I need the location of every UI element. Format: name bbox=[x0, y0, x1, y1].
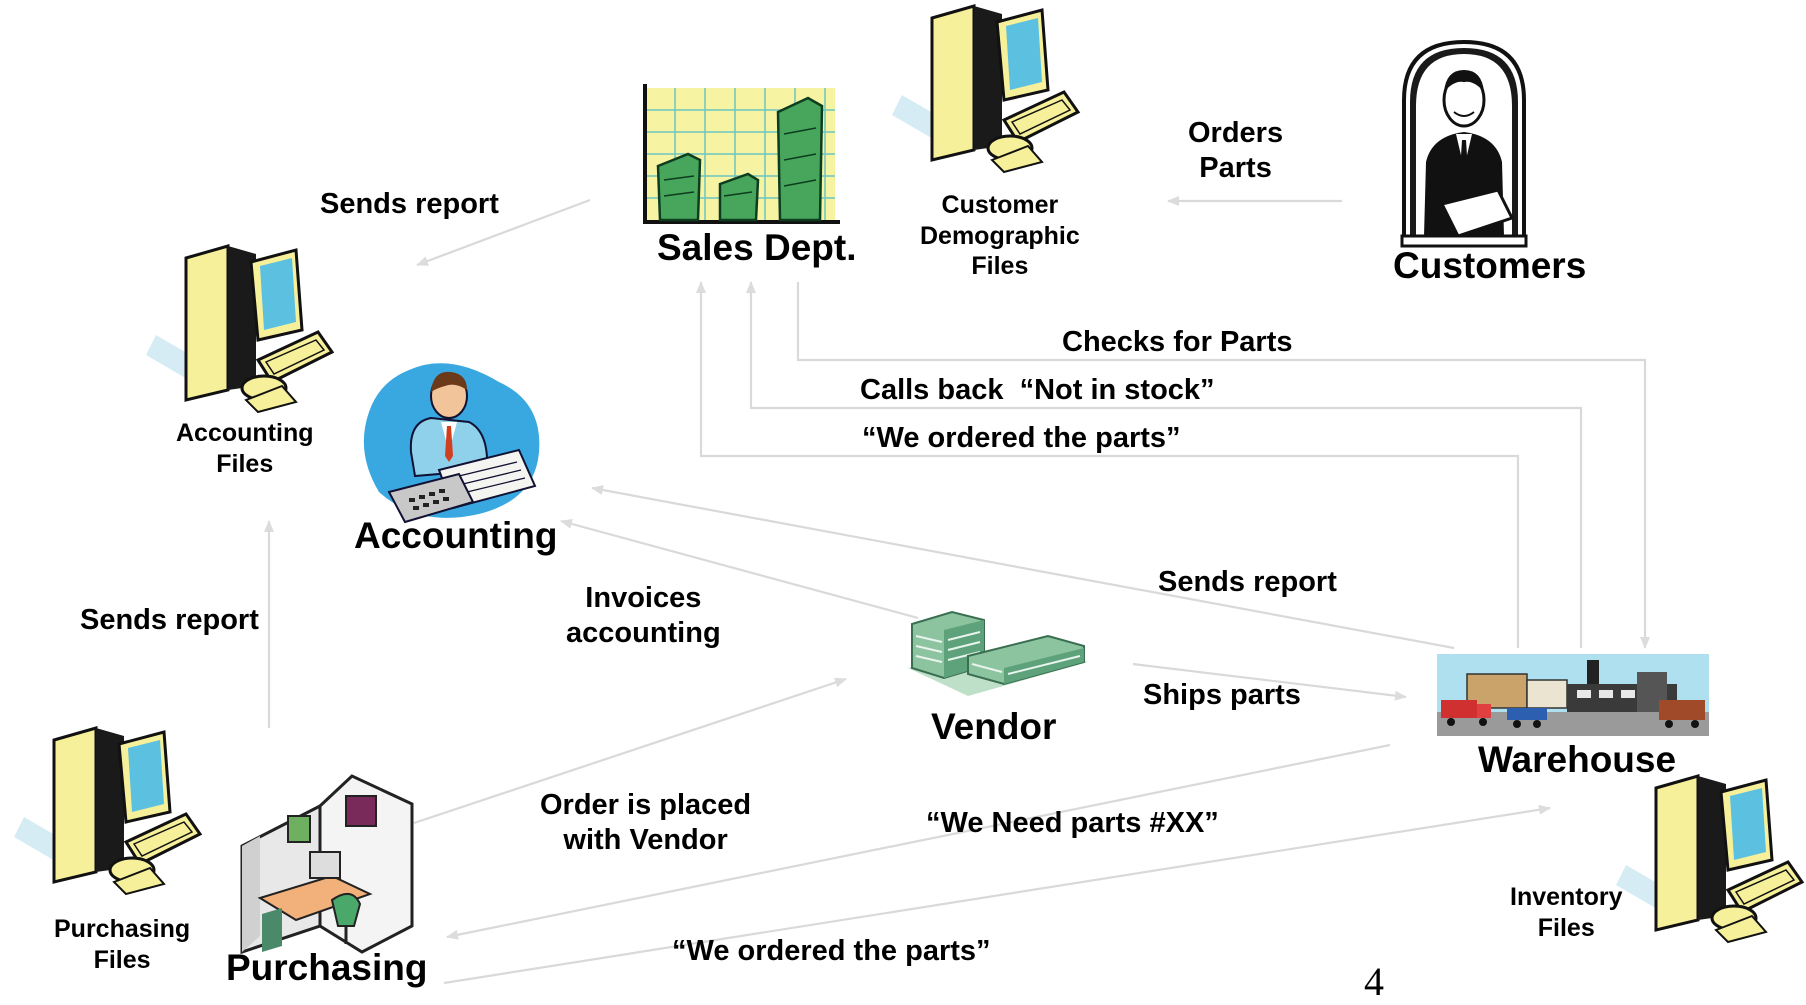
edge-label-calls-back: Calls back “Not in stock” bbox=[860, 374, 1215, 406]
customer-files-computer-icon bbox=[892, 4, 1081, 174]
node-sales-dept: Sales Dept. bbox=[657, 227, 857, 268]
arrow-sales-checks-warehouse bbox=[796, 282, 1650, 649]
inventory-files-label: Inventory Files bbox=[1510, 883, 1623, 942]
edge-label-sales-sends-report: Sends report bbox=[320, 188, 499, 220]
edge-label-order-placed: Order is placed with Vendor bbox=[540, 789, 752, 857]
sales-chart-icon bbox=[643, 84, 840, 224]
warehouse-building-icon bbox=[1437, 654, 1709, 736]
arrow-sales-to-accounting-files bbox=[416, 198, 591, 267]
arrow-purchasing-to-inventory-files bbox=[443, 804, 1551, 985]
edge-label-we-ordered-top: “We ordered the parts” bbox=[862, 422, 1181, 454]
arrow-warehouse-to-accounting bbox=[591, 485, 1455, 650]
accountant-person-icon bbox=[363, 363, 540, 524]
node-customers: Customers bbox=[1393, 245, 1587, 286]
accounting-files-label: Accounting Files bbox=[176, 419, 314, 478]
vendor-building-icon bbox=[908, 610, 1088, 696]
page-number: 4 bbox=[1364, 959, 1384, 1004]
purchasing-files-computer-icon bbox=[14, 726, 203, 896]
arrow-purchasing-to-vendor bbox=[413, 677, 847, 825]
node-purchasing: Purchasing bbox=[226, 947, 428, 988]
inventory-files-computer-icon bbox=[1616, 774, 1805, 944]
edge-label-ships-parts: Ships parts bbox=[1143, 679, 1301, 711]
node-vendor: Vendor bbox=[931, 706, 1057, 747]
customer-demographic-files-label: Customer Demographic Files bbox=[920, 191, 1080, 280]
edge-label-invoices-accounting: Invoices accounting bbox=[566, 582, 721, 650]
purchasing-files-label: Purchasing Files bbox=[54, 915, 191, 974]
arrow-warehouse-ordered-sales bbox=[696, 281, 1520, 648]
edge-label-checks-for-parts: Checks for Parts bbox=[1062, 326, 1293, 358]
arrow-warehouse-to-purchasing bbox=[446, 743, 1391, 940]
accounting-files-computer-icon bbox=[146, 244, 335, 414]
edge-label-purchasing-sends-report: Sends report bbox=[80, 604, 259, 636]
arrow-vendor-to-warehouse bbox=[1132, 662, 1407, 701]
purchasing-cubicle-icon bbox=[240, 774, 414, 955]
arrow-warehouse-calls-back-sales bbox=[746, 281, 1583, 648]
edge-label-we-ordered-bottom: “We ordered the parts” bbox=[672, 935, 991, 967]
arrow-vendor-to-accounting bbox=[560, 519, 919, 620]
edge-label-need-parts: “We Need parts #XX” bbox=[926, 807, 1219, 839]
customer-person-icon bbox=[1400, 39, 1528, 248]
edge-label-orders-parts: Orders Parts bbox=[1188, 117, 1284, 185]
edge-label-warehouse-sends-report: Sends report bbox=[1158, 566, 1337, 598]
node-warehouse: Warehouse bbox=[1478, 739, 1677, 780]
node-accounting: Accounting bbox=[354, 515, 558, 556]
